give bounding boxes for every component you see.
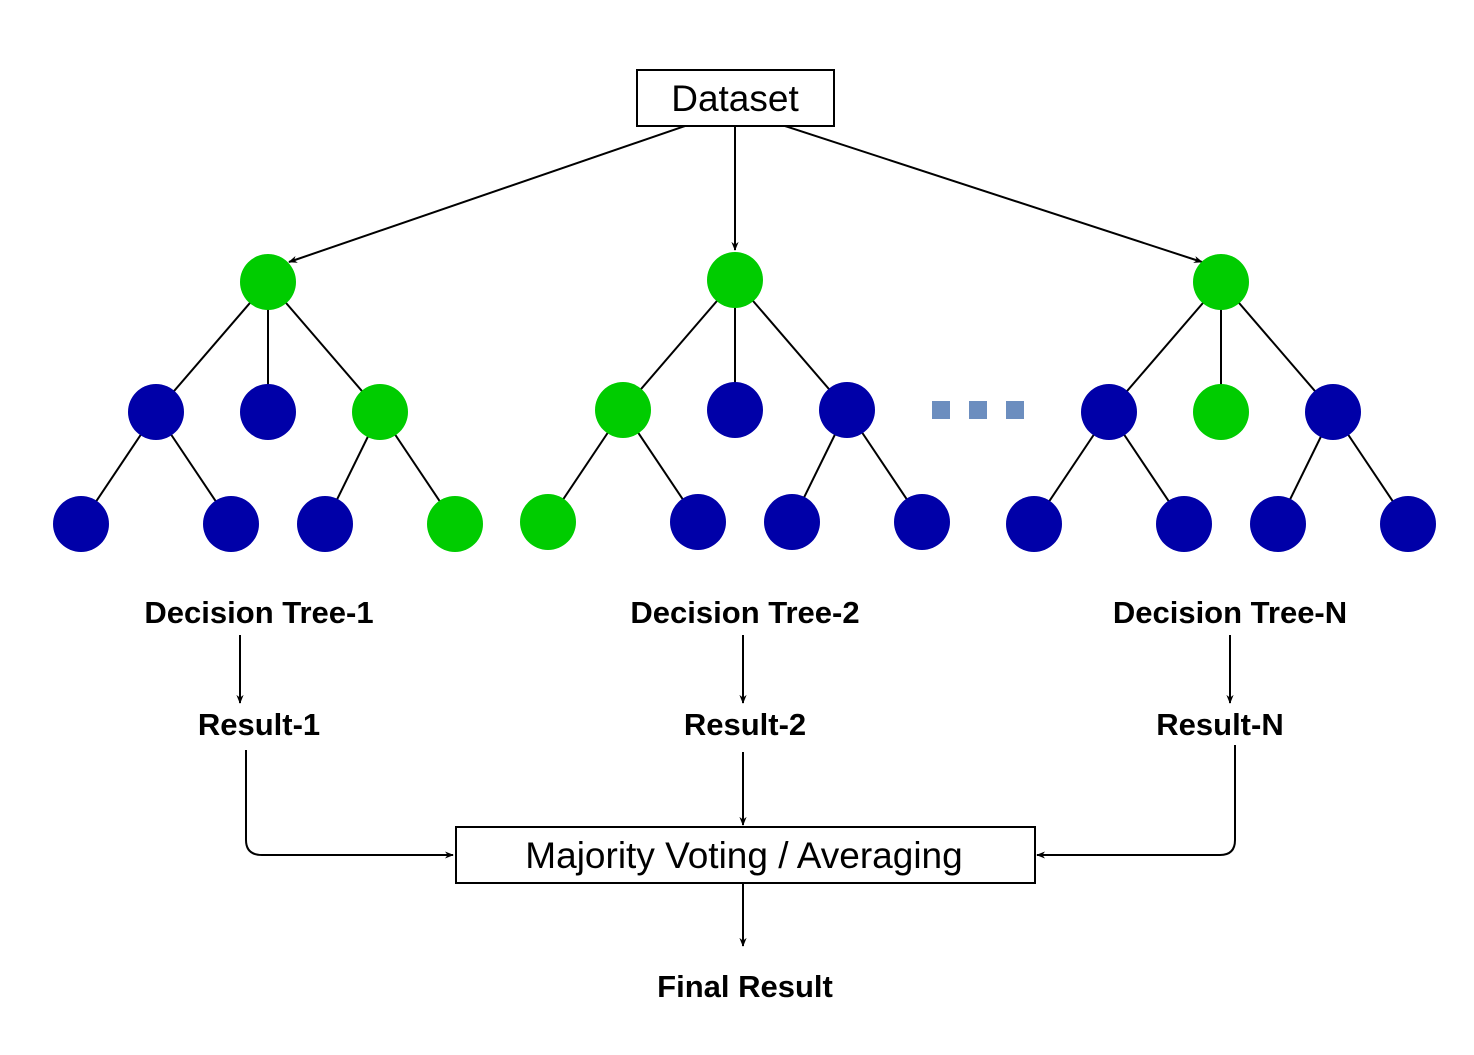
trees-layer <box>53 252 1436 552</box>
tree-3-mid-node-1 <box>1081 384 1137 440</box>
tree-2-leaf-node-2 <box>670 494 726 550</box>
tree-1-leaf-node-3 <box>297 496 353 552</box>
tree-2-mid-node-1 <box>595 382 651 438</box>
tree-3-leaf-node-3 <box>1250 496 1306 552</box>
tree-2-mid-node-2 <box>707 382 763 438</box>
aggregator-label: Majority Voting / Averaging <box>525 835 962 876</box>
tree-1-leaf-node-1 <box>53 496 109 552</box>
tree-nodes <box>53 252 1436 552</box>
tree-1-mid-node-3 <box>352 384 408 440</box>
tree-1-root-node <box>240 254 296 310</box>
tree-3-mid-node-3 <box>1305 384 1361 440</box>
result-n-label: Result-N <box>1156 707 1283 742</box>
ellipsis-squares <box>932 401 1024 419</box>
tree-1-leaf-node-2 <box>203 496 259 552</box>
tree-3-leaf-node-4 <box>1380 496 1436 552</box>
tree-3-edge-root-mid-1 <box>1108 281 1222 413</box>
ellipsis-square <box>969 401 987 419</box>
tree-2-leaf-node-3 <box>764 494 820 550</box>
tree-1-leaf-node-4 <box>427 496 483 552</box>
dataset-label: Dataset <box>671 78 799 119</box>
tree-2-leaf-node-4 <box>894 494 950 550</box>
arrow-dataset-to-tree-n <box>784 125 1203 263</box>
arrow-result-n-to-aggregator <box>1036 745 1236 859</box>
tree-3-root-node <box>1193 254 1249 310</box>
tree-1-edge-root-mid-3 <box>267 281 381 413</box>
tree-1-label: Decision Tree-1 <box>144 595 373 630</box>
tree-2-edge-root-mid-1 <box>622 279 736 411</box>
tree-1-mid-node-2 <box>240 384 296 440</box>
tree-2-label: Decision Tree-2 <box>630 595 859 630</box>
tree-2-root-node <box>707 252 763 308</box>
ellipsis-square <box>1006 401 1024 419</box>
tree-3-edge-root-mid-3 <box>1220 281 1334 413</box>
tree-2-leaf-node-1 <box>520 494 576 550</box>
tree-3-mid-node-2 <box>1193 384 1249 440</box>
tree-3-leaf-node-2 <box>1156 496 1212 552</box>
result-1-label: Result-1 <box>198 707 320 742</box>
tree-3-leaf-node-1 <box>1006 496 1062 552</box>
tree-2-edge-root-mid-3 <box>734 279 848 411</box>
tree-2-mid-node-3 <box>819 382 875 438</box>
aggregator-box: Majority Voting / Averaging <box>455 826 1036 884</box>
dataset-box: Dataset <box>636 69 835 127</box>
tree-n-label: Decision Tree-N <box>1113 595 1347 630</box>
ellipsis-square <box>932 401 950 419</box>
arrow-result-1-to-aggregator <box>245 750 454 859</box>
tree-1-edge-root-mid-1 <box>155 281 269 413</box>
result-2-label: Result-2 <box>684 707 806 742</box>
arrow-dataset-to-tree-1 <box>288 125 686 263</box>
final-result-label: Final Result <box>657 969 833 1004</box>
tree-1-mid-node-1 <box>128 384 184 440</box>
